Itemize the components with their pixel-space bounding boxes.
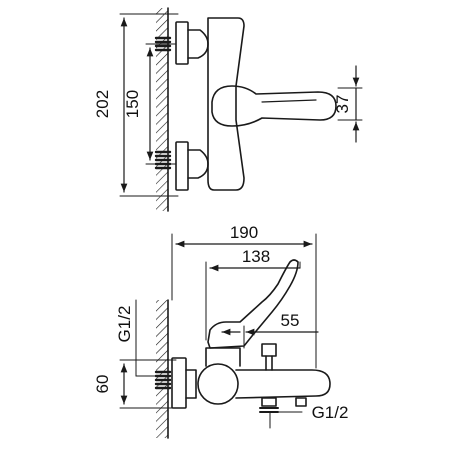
label-37: 37 [333, 95, 352, 114]
label-g12-outlet: G1/2 [312, 403, 349, 422]
front-faucet-body [207, 17, 245, 191]
side-hose-connector [295, 397, 307, 407]
label-150: 150 [123, 90, 142, 118]
label-202: 202 [93, 90, 112, 118]
side-body-cylinder [197, 363, 239, 405]
side-outlet-thread [259, 397, 279, 413]
label-55: 55 [281, 311, 300, 330]
label-138: 138 [242, 247, 270, 266]
side-inlet [154, 357, 197, 409]
side-spout [235, 369, 331, 399]
side-diverter-knob [261, 343, 277, 371]
label-60: 60 [93, 375, 112, 394]
side-cartridge-housing [205, 347, 241, 367]
side-view [119, 233, 331, 439]
front-lever [211, 85, 337, 127]
side-wall-hatch [156, 300, 168, 438]
side-lever [207, 259, 299, 349]
label-g12-inlet: G1/2 [115, 306, 134, 343]
front-view [119, 7, 363, 212]
label-190: 190 [230, 223, 258, 242]
